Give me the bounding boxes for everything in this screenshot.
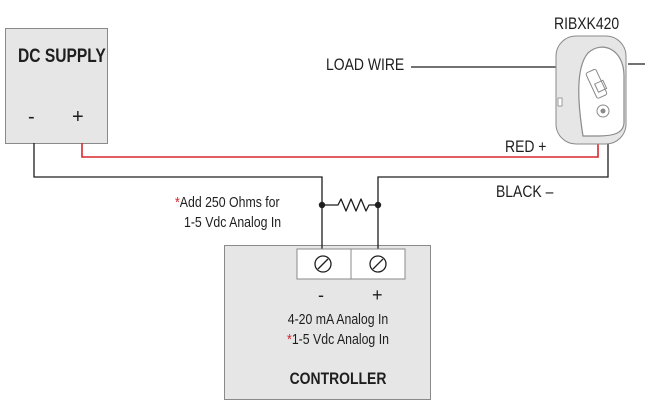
resistor-note-line2: 1-5 Vdc Analog In bbox=[184, 214, 282, 231]
terminal-screw-minus bbox=[314, 255, 332, 273]
controller-input-4-20ma: 4-20 mA Analog In bbox=[287, 311, 389, 328]
resistor-symbol bbox=[322, 198, 378, 212]
dc-supply-title: DC SUPPLY bbox=[18, 46, 106, 67]
dc-supply-plus-terminal: + bbox=[72, 106, 84, 128]
controller-asterisk: * bbox=[287, 331, 292, 348]
resistor-node-right bbox=[374, 201, 382, 209]
dc-supply-minus-terminal: - bbox=[28, 106, 35, 128]
resistor-note-line1: *Add 250 Ohms for bbox=[175, 194, 280, 211]
note-asterisk: * bbox=[175, 194, 180, 211]
controller-title: CONTROLLER bbox=[289, 369, 387, 388]
black-wire-label: BLACK – bbox=[496, 182, 554, 201]
dc-supply-box bbox=[5, 28, 108, 144]
sensor-model-label: RIBXK420 bbox=[554, 14, 620, 33]
current-sensor-device bbox=[555, 35, 627, 145]
controller-plus-terminal: + bbox=[372, 285, 383, 305]
black-wire-sensor bbox=[377, 141, 609, 249]
resistor-node-left bbox=[318, 201, 326, 209]
controller-minus-terminal: - bbox=[318, 285, 324, 305]
red-wire bbox=[81, 141, 599, 158]
terminal-screw-plus bbox=[369, 255, 387, 273]
red-wire-label: RED + bbox=[505, 137, 547, 156]
load-wire-label: LOAD WIRE bbox=[326, 55, 405, 74]
black-wire bbox=[33, 143, 323, 249]
controller-input-1-5vdc: *1-5 Vdc Analog In bbox=[287, 331, 389, 348]
